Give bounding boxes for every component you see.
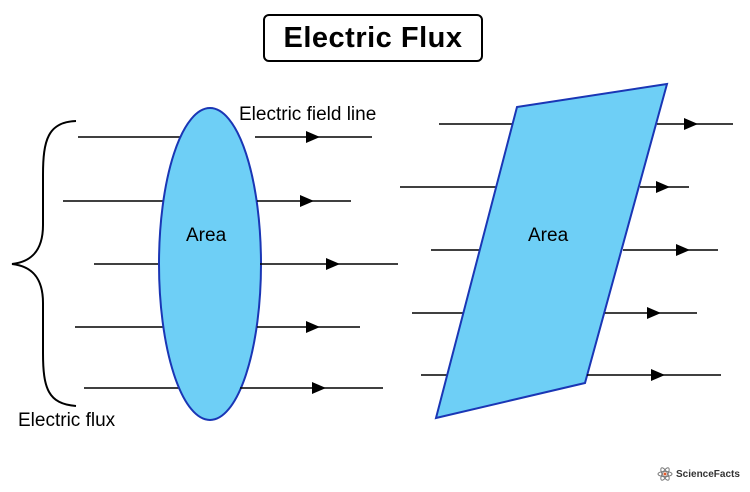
tilted-area-surface — [434, 82, 669, 420]
area-label-right: Area — [528, 225, 569, 246]
electric-flux-label: Electric flux — [18, 410, 116, 431]
electric-field-line-label: Electric field line — [239, 104, 377, 125]
sciencefacts-logo: ScienceFacts — [657, 466, 740, 482]
atom-logo-icon — [657, 467, 673, 481]
area-label-left: Area — [186, 225, 227, 246]
flux-brace — [11, 120, 77, 407]
logo-text: ScienceFacts — [676, 468, 740, 480]
arrowhead-icon — [300, 131, 340, 394]
arrowhead-icon — [647, 118, 698, 381]
left-field-lines-exiting — [240, 136, 398, 389]
title-box: Electric Flux — [263, 14, 483, 62]
page-title: Electric Flux — [283, 21, 463, 54]
circular-area-surface — [158, 107, 262, 421]
